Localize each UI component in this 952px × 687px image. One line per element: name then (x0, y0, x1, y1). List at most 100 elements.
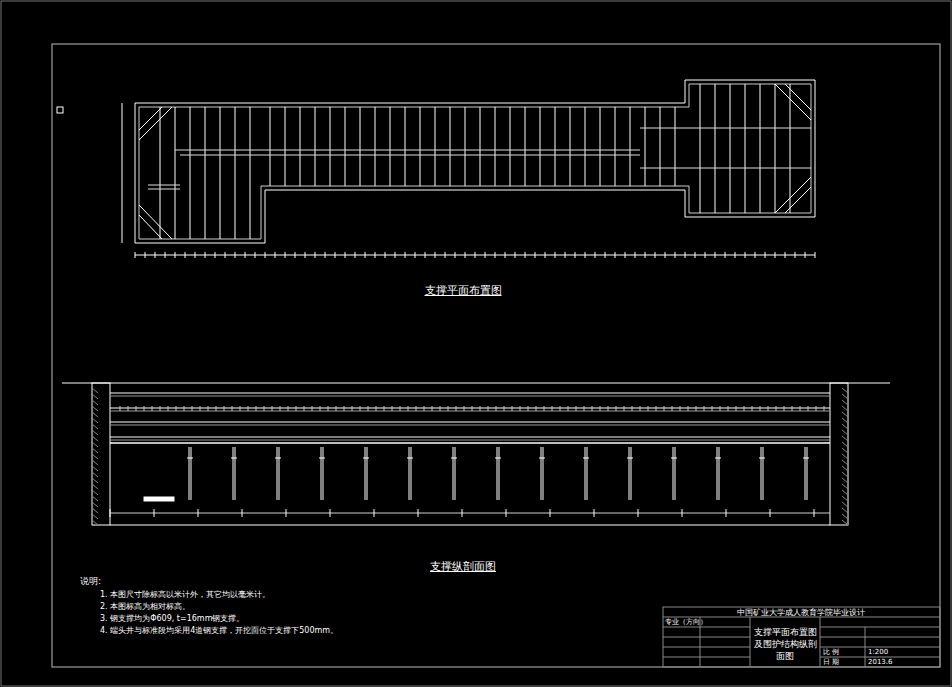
dim-tick (462, 509, 463, 517)
dim-tick (465, 252, 466, 258)
steel-strut (480, 107, 481, 186)
lattice-column (587, 447, 588, 500)
strut-joint (512, 406, 513, 411)
strut-joint (168, 406, 169, 411)
dim-tick (765, 252, 766, 258)
strut-joint (704, 406, 705, 411)
column-cap (451, 458, 457, 459)
note-line: 2. 本图标高为相对标高。 (100, 602, 190, 612)
title-block-line (820, 627, 940, 628)
strut-joint (208, 406, 209, 411)
strut-joint (824, 406, 825, 411)
strut-joint (224, 406, 225, 411)
strut-joint (464, 406, 465, 411)
dim-tick (635, 252, 636, 258)
corner-brace (139, 107, 162, 130)
corner-brace (139, 215, 162, 239)
dim-tick (445, 252, 446, 258)
lattice-column (719, 447, 720, 500)
wall-hatch (842, 388, 848, 393)
strut-joint (584, 406, 585, 411)
dim-tick (594, 509, 595, 517)
corner-brace (775, 84, 811, 120)
title-block-line (820, 637, 940, 638)
wall-hatch (92, 478, 98, 483)
strut-joint (672, 406, 673, 411)
frame-border (52, 44, 940, 667)
dim-tick (165, 252, 166, 258)
title-cell: 1:200 (868, 648, 888, 656)
steel-strut (540, 107, 541, 186)
dim-tick (755, 252, 756, 258)
steel-strut (250, 107, 251, 239)
dim-tick (418, 509, 419, 517)
title-block-line (663, 637, 750, 638)
lattice-column (585, 447, 586, 500)
wall-hatch (92, 406, 98, 411)
dim-tick (385, 252, 386, 258)
lattice-column (235, 447, 236, 500)
wall-hatch (842, 430, 848, 435)
steel-strut (390, 107, 391, 186)
strut-joint (688, 406, 689, 411)
wall-hatch (842, 478, 848, 483)
lattice-column (763, 447, 764, 500)
corner-mark (57, 107, 63, 113)
steel-strut-row (110, 411, 830, 412)
steel-strut (760, 84, 761, 213)
lattice-column (277, 447, 278, 500)
strut-joint (488, 406, 489, 411)
steel-strut (175, 107, 176, 239)
dim-tick (365, 252, 366, 258)
wall-hatch (92, 412, 98, 417)
title-block-line (865, 627, 866, 667)
steel-strut (465, 107, 466, 186)
pit-outline (135, 80, 815, 243)
dim-tick (515, 252, 516, 258)
strut-joint (408, 406, 409, 411)
steel-strut-row (110, 440, 830, 441)
strut-joint (128, 406, 129, 411)
strut-joint (624, 406, 625, 411)
steel-strut (555, 107, 556, 186)
wall-hatch (92, 472, 98, 477)
steel-strut (420, 107, 421, 186)
dim-tick (555, 252, 556, 258)
lattice-column (675, 447, 676, 500)
steel-strut-row (110, 437, 830, 438)
support-plan (122, 80, 815, 258)
steel-strut (730, 84, 731, 213)
dim-tick (565, 252, 566, 258)
title-cell: 日 期 (823, 658, 839, 666)
school-name: 中国矿业大学成人教育学院毕业设计 (737, 608, 865, 618)
strut-joint (176, 406, 177, 411)
lattice-column (629, 447, 630, 500)
strut-joint (256, 406, 257, 411)
lattice-column (365, 447, 366, 500)
wall-hatch (92, 436, 98, 441)
wall-hatch (842, 394, 848, 399)
title-block-line (663, 657, 750, 658)
wall-hatch (92, 502, 98, 507)
wall-hatch (842, 400, 848, 405)
wall-hatch (92, 394, 98, 399)
title-block-line (820, 617, 821, 667)
dim-tick (605, 252, 606, 258)
steel-strut (585, 107, 586, 186)
steel-strut (615, 107, 616, 186)
column-cap (539, 458, 545, 459)
wall-hatch (92, 442, 98, 447)
label-patch (144, 497, 174, 501)
strut-joint (496, 406, 497, 411)
dim-tick (815, 252, 816, 258)
strut-joint (448, 406, 449, 411)
steel-strut (775, 84, 776, 213)
dim-tick (495, 252, 496, 258)
wall-hatch (842, 412, 848, 417)
wall-hatch (842, 508, 848, 513)
dim-tick (245, 252, 246, 258)
wall-toe-line (110, 525, 830, 526)
wall-hatch (92, 424, 98, 429)
corner-brace (139, 205, 172, 239)
